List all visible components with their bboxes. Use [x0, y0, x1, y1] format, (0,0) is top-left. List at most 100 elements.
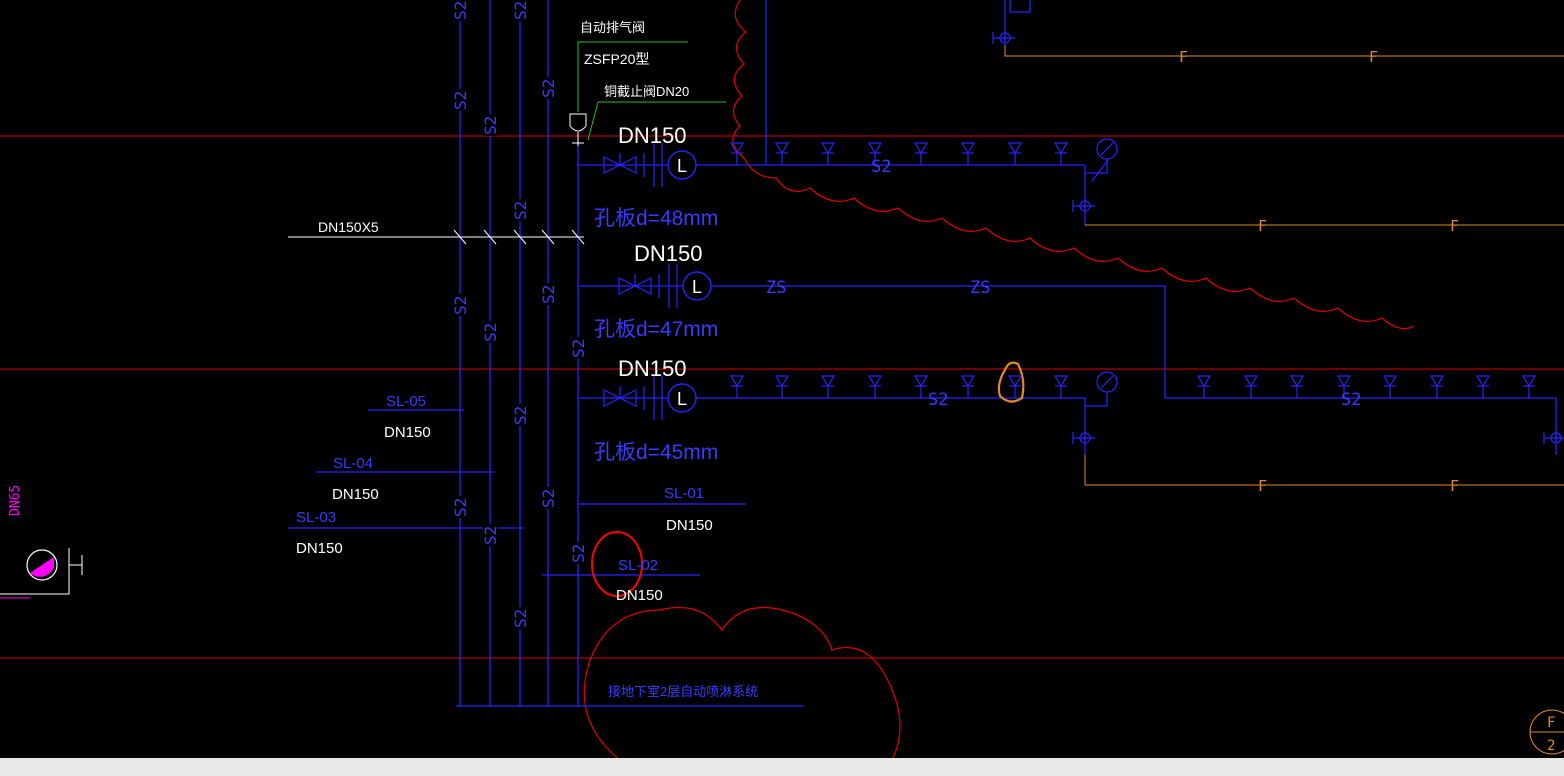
air-valve-model-label: ZSFP20型: [584, 51, 649, 67]
sprinkler-head-icon: [1475, 375, 1491, 388]
riser-size-sl05: DN150: [384, 424, 431, 441]
flow-switch-icon: [682, 271, 712, 301]
size-label-row-3: DN150: [618, 356, 686, 381]
riser-id-sl04: SL-04: [333, 455, 373, 472]
riser-size-sl03: DN150: [296, 540, 343, 557]
dn150x5-label: DN150X5: [318, 219, 379, 235]
riser-size-sl04: DN150: [332, 486, 379, 503]
s2-riser-label: S2: [511, 406, 530, 425]
riser-id-sl01: SL-01: [664, 485, 704, 502]
orifice-label-2: 孔板d=47mm: [594, 318, 718, 341]
sprinkler-head-icon: [820, 375, 836, 388]
gate-valve-icon: [603, 156, 622, 174]
f-label-4: F: [1450, 217, 1459, 235]
riser-size-sl02: DN150: [616, 587, 663, 604]
sprinkler-head-icon: [1382, 375, 1398, 388]
check-valve-label: 铜截止阀DN20: [604, 84, 689, 99]
dn150x5-leader: [288, 229, 585, 245]
system-note: 接地下室2层自动喷淋系统: [608, 684, 758, 699]
sprinkler-head-icon: [1196, 375, 1212, 388]
s2-riser-label: S2: [539, 79, 558, 98]
sprinkler-head-icon: [729, 142, 745, 155]
svg-text:L: L: [677, 389, 687, 409]
sprinkler-head-icon: [960, 375, 976, 388]
s2-riser-label: S2: [511, 609, 530, 628]
text-labels: 自动排气阀 ZSFP20型 铜截止阀DN20 DN150 DN150 DN150…: [8, 20, 1555, 754]
revision-cloud-bottom: [583, 606, 901, 776]
sheet-reference-circle: [1529, 709, 1564, 755]
sprinkler-head-icon: [1336, 375, 1352, 388]
sprinkler-head-icon: [729, 375, 745, 388]
s2-riser-label: S2: [569, 339, 588, 358]
device-symbols: L L L: [603, 32, 1564, 444]
size-label-row-2: DN150: [634, 241, 702, 266]
branch-row-3: [578, 397, 1557, 455]
red-highlight-circle: [591, 531, 643, 597]
status-bar: [0, 758, 1564, 776]
f-label-5: F: [1258, 477, 1267, 495]
s2-riser-label: S2: [511, 1, 530, 20]
orange-highlight-mark: [997, 361, 1025, 403]
sheet-mark-top: F: [1547, 715, 1555, 731]
flow-switch-icon: [667, 150, 697, 180]
sheet-mark-bottom: 2: [1547, 738, 1555, 754]
f-label-2: F: [1369, 48, 1378, 66]
s2-label-row3b: S2: [1341, 390, 1361, 410]
sprinkler-head-icon: [774, 375, 790, 388]
zs-label-1: ZS: [766, 278, 786, 298]
orifice-label-3: 孔板d=45mm: [594, 441, 718, 464]
s2-riser-label: S2: [539, 489, 558, 508]
sprinkler-head-icon: [774, 142, 790, 155]
s2-riser-label: S2: [481, 323, 500, 342]
sprinkler-head-icon: [1007, 142, 1023, 155]
sprinkler-head-icon: [1521, 375, 1537, 388]
air-valve-icon: [569, 113, 587, 146]
orifice-label-1: 孔板d=48mm: [594, 207, 718, 230]
sprinkler-head-icon: [913, 375, 929, 388]
sprinkler-head-icon: [1007, 375, 1023, 388]
f-label-6: F: [1450, 477, 1459, 495]
sprinkler-head-icon: [867, 375, 883, 388]
s2-riser-label: S2: [481, 116, 500, 135]
sprinkler-head-icon: [820, 142, 836, 155]
dn65-label: DN65: [8, 485, 23, 516]
f-label-3: F: [1258, 217, 1267, 235]
sprinkler-head-icon: [913, 142, 929, 155]
size-label-row-1: DN150: [618, 123, 686, 148]
riser-size-sl01: DN150: [666, 517, 713, 534]
red-grid-lines: [0, 135, 1564, 659]
riser-id-sl05: SL-05: [386, 393, 426, 410]
zs-label-2: ZS: [970, 278, 990, 298]
svg-text:L: L: [692, 277, 702, 297]
s2-riser-label: S2: [539, 285, 558, 304]
pump-icon: [0, 548, 83, 599]
s2-label-row3a: S2: [928, 390, 948, 410]
branch-row-2: [578, 285, 1166, 398]
s2-riser-label: S2: [451, 91, 470, 110]
riser-id-sl02: SL-02: [618, 557, 658, 574]
sprinkler-head-icon: [1053, 142, 1069, 155]
gate-valve-icon: [603, 389, 622, 407]
air-valve-leaders: [577, 41, 726, 141]
svg-text:L: L: [677, 156, 687, 176]
s2-riser-label: S2: [511, 201, 530, 220]
air-valve-label: 自动排气阀: [580, 20, 645, 35]
sprinkler-head-icon: [1429, 375, 1445, 388]
sprinkler-head-icon: [1289, 375, 1305, 388]
f-label-1: F: [1179, 48, 1188, 66]
s2-riser-label: S2: [569, 544, 588, 563]
f-drain-lines: [1004, 45, 1564, 486]
sprinkler-head-icon: [960, 142, 976, 155]
flow-switch-icon: [667, 383, 697, 413]
s2-riser-label: S2: [451, 296, 470, 315]
s2-riser-label: S2: [451, 1, 470, 20]
riser-id-sl03: SL-03: [296, 509, 336, 526]
s2-riser-label: S2: [451, 498, 470, 517]
s2-riser-label: S2: [481, 526, 500, 545]
revision-cloud-top: [732, 0, 1415, 330]
sprinkler-head-icon: [1053, 375, 1069, 388]
sprinkler-head-icon: [867, 142, 883, 155]
s2-label-row1: S2: [871, 157, 891, 177]
